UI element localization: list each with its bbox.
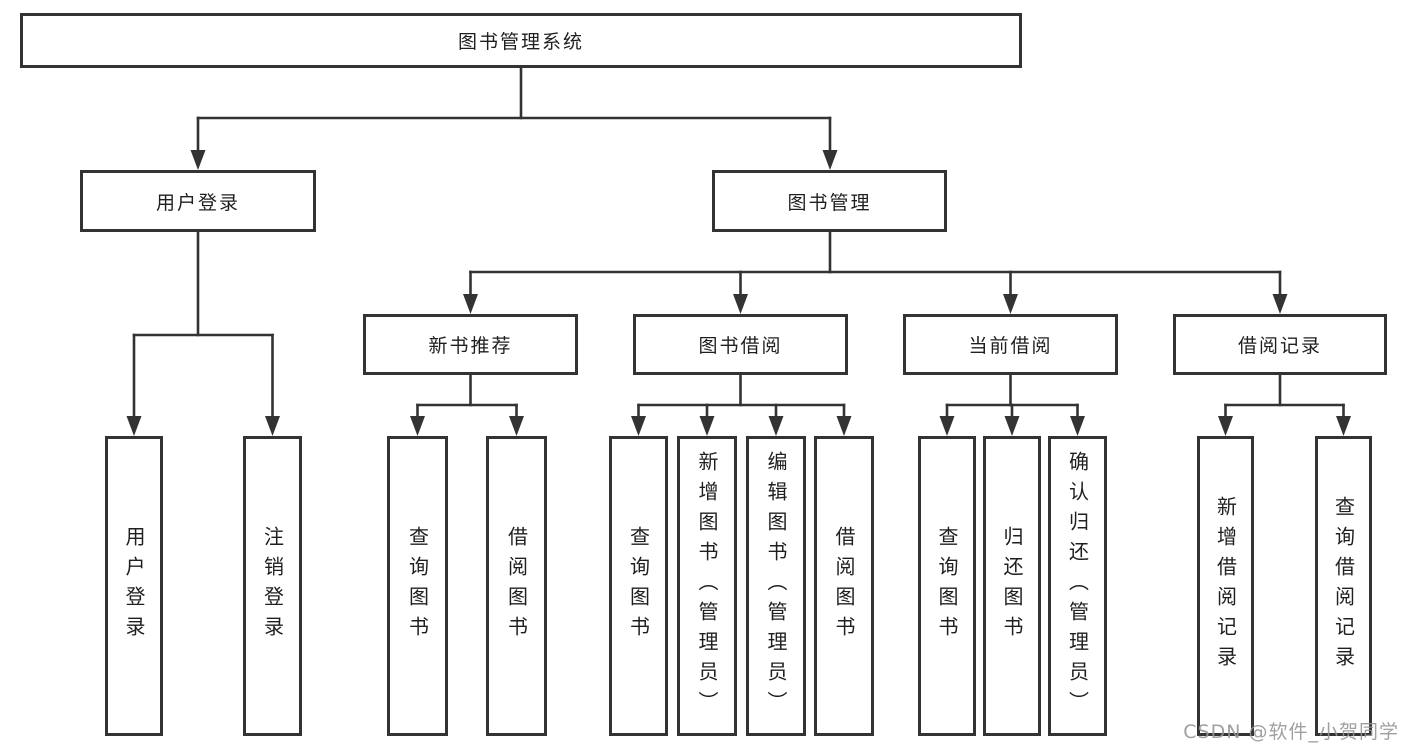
node-label: 借阅图书: [832, 526, 856, 646]
leaf-recommend-borrow-books: 借阅图书: [486, 436, 547, 736]
leaf-return-books: 归还图书: [983, 436, 1041, 736]
leaf-user-login: 用户登录: [105, 436, 163, 736]
leaf-recommend-query-books: 查询图书: [387, 436, 448, 736]
node-user-login: 用户登录: [80, 170, 316, 232]
node-book-management: 图书管理: [712, 170, 947, 232]
csdn-watermark: CSDN @软件_小贺同学: [1183, 721, 1399, 743]
leaf-add-books-admin: 新增图书（管理员）: [677, 436, 737, 736]
leaf-confirm-return-admin: 确认归还（管理员）: [1048, 436, 1107, 736]
node-label: 编辑图书（管理员）: [764, 451, 788, 721]
leaf-query-borrow-record: 查询借阅记录: [1315, 436, 1372, 736]
node-label: 借阅图书: [504, 526, 529, 646]
node-label: 注销登录: [260, 526, 285, 646]
leaf-edit-books-admin: 编辑图书（管理员）: [746, 436, 806, 736]
node-label: 查询借阅记录: [1331, 496, 1356, 676]
node-label: 确认归还（管理员）: [1065, 451, 1090, 721]
node-current-borrow: 当前借阅: [903, 314, 1118, 375]
node-label: 图书借阅: [698, 335, 783, 357]
node-label: 查询图书: [405, 526, 430, 646]
leaf-borrow-query-books: 查询图书: [609, 436, 668, 736]
node-root: 图书管理系统: [20, 13, 1022, 68]
leaf-add-borrow-record: 新增借阅记录: [1197, 436, 1254, 736]
node-book-borrow: 图书借阅: [633, 314, 848, 375]
leaf-borrow-books: 借阅图书: [814, 436, 874, 736]
node-new-book-recommend: 新书推荐: [363, 314, 578, 375]
node-label: 用户登录: [122, 526, 146, 646]
node-label: 新书推荐: [428, 335, 513, 357]
node-label: 查询图书: [935, 526, 959, 646]
node-label: 借阅记录: [1237, 335, 1322, 357]
node-label: 查询图书: [626, 526, 651, 646]
leaf-logout-login: 注销登录: [243, 436, 302, 736]
leaf-current-query-books: 查询图书: [918, 436, 976, 736]
node-label: 当前借阅: [968, 335, 1053, 357]
node-borrow-record: 借阅记录: [1173, 314, 1387, 375]
node-label: 新增图书（管理员）: [695, 451, 719, 721]
node-label: 图书管理: [787, 191, 872, 214]
node-label: 新增借阅记录: [1213, 496, 1238, 676]
node-label: 用户登录: [155, 191, 240, 214]
node-label: 图书管理系统: [457, 31, 584, 53]
node-label: 归还图书: [1000, 526, 1024, 646]
